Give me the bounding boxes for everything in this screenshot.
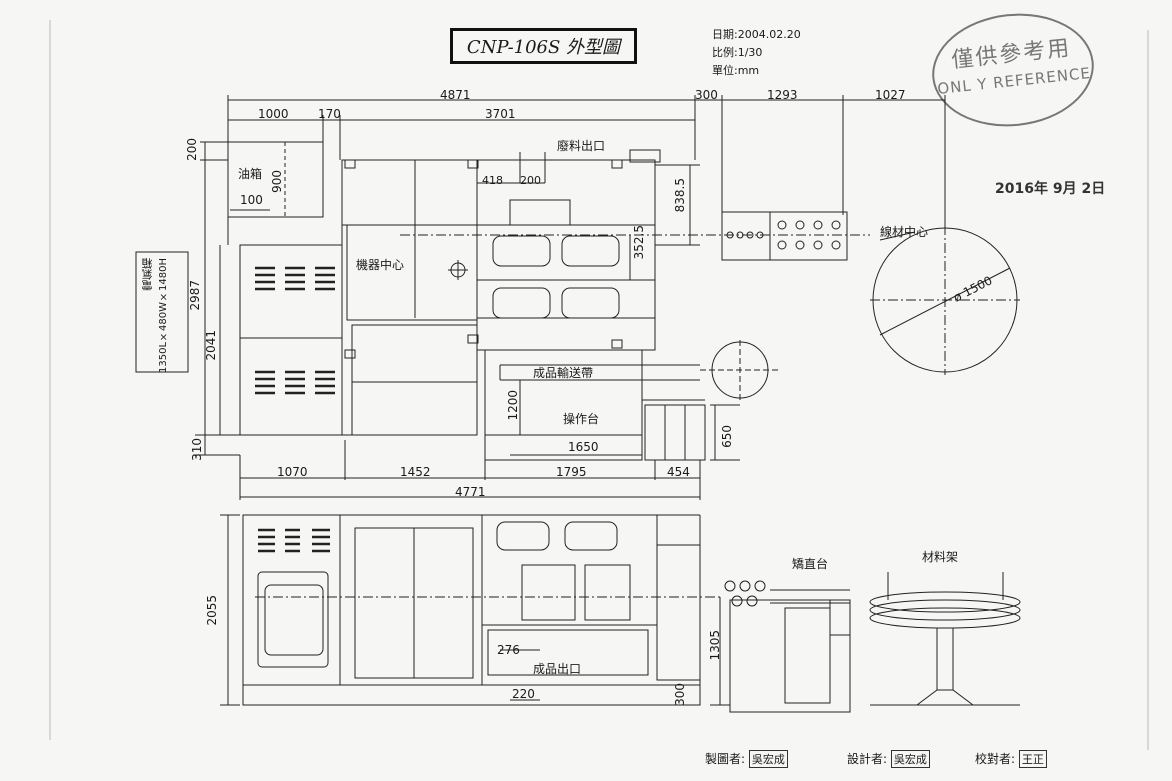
- date-stamp: 2016年 9月 2日: [995, 181, 1106, 197]
- designed-by: 設計者: 吳宏成: [847, 750, 930, 768]
- dim-900: 900: [270, 170, 284, 193]
- dim-200-inner: 200: [520, 174, 541, 187]
- dim-100: 100: [240, 193, 263, 207]
- designed-by-name: 吳宏成: [890, 750, 930, 768]
- drawing-title-box: CNP-106S 外型圖: [450, 28, 637, 64]
- dim-1452: 1452: [400, 465, 431, 479]
- dim-650: 650: [720, 425, 734, 448]
- drawn-by-label: 製圖者:: [705, 752, 746, 766]
- dim-2041: 2041: [204, 330, 218, 361]
- checked-by: 校對者: 王正: [975, 750, 1047, 768]
- dim-4871: 4871: [440, 88, 471, 102]
- dim-1200: 1200: [506, 390, 520, 421]
- checked-by-label: 校對者:: [975, 752, 1016, 766]
- dim-310: 310: [190, 438, 204, 461]
- conveyor-label: 成品輸送帶: [533, 366, 594, 380]
- machine-center-label: 機器中心: [356, 258, 405, 272]
- dim-418: 418: [482, 174, 503, 187]
- dim-200: 200: [185, 138, 199, 161]
- dim-1795: 1795: [556, 465, 587, 479]
- operation-table-label: 操作台: [563, 412, 600, 426]
- material-rack-label: 材料架: [922, 550, 959, 564]
- dim-276: 276: [497, 643, 520, 657]
- dim-1650: 1650: [568, 440, 599, 454]
- dim-2987: 2987: [188, 280, 202, 311]
- oil-tank-label: 油箱: [238, 167, 263, 181]
- dim-1027: 1027: [875, 88, 906, 102]
- dim-454: 454: [667, 465, 690, 479]
- dim-300: 300: [695, 88, 718, 102]
- product-outlet-label: 成品出口: [533, 662, 582, 676]
- dim-220: 220: [512, 687, 535, 701]
- date-label: 日期:2004.02.20: [712, 28, 801, 41]
- electric-box-label: 電氣箱: [141, 258, 154, 291]
- dim-3701: 3701: [485, 107, 516, 121]
- dim-1293: 1293: [767, 88, 798, 102]
- dim-170: 170: [318, 107, 341, 121]
- scale-label: 比例:1/30: [712, 46, 763, 59]
- waste-outlet-label: 廢料出口: [557, 139, 606, 153]
- dim-352-5: 352.5: [632, 225, 646, 260]
- checked-by-name: 王正: [1018, 750, 1047, 768]
- dim-1000: 1000: [258, 107, 289, 121]
- straightener-label: 矯直台: [792, 557, 829, 571]
- dim-4771: 4771: [455, 485, 486, 499]
- electric-box-size: 1350L×480W×1480H: [158, 258, 169, 373]
- wire-center-label: 線材中心: [880, 225, 929, 239]
- unit-label: 單位:mm: [712, 64, 760, 77]
- drawn-by-name: 吳宏成: [748, 750, 788, 768]
- dim-1070: 1070: [277, 465, 308, 479]
- dim-2055: 2055: [205, 595, 219, 626]
- drawing-title: CNP-106S 外型圖: [466, 37, 621, 58]
- drawn-by: 製圖者: 吳宏成: [705, 750, 788, 768]
- dim-1305: 1305: [708, 630, 722, 661]
- dim-838-5: 838.5: [673, 178, 687, 213]
- dim-300-elev: 300: [673, 683, 687, 706]
- designed-by-label: 設計者:: [847, 752, 888, 766]
